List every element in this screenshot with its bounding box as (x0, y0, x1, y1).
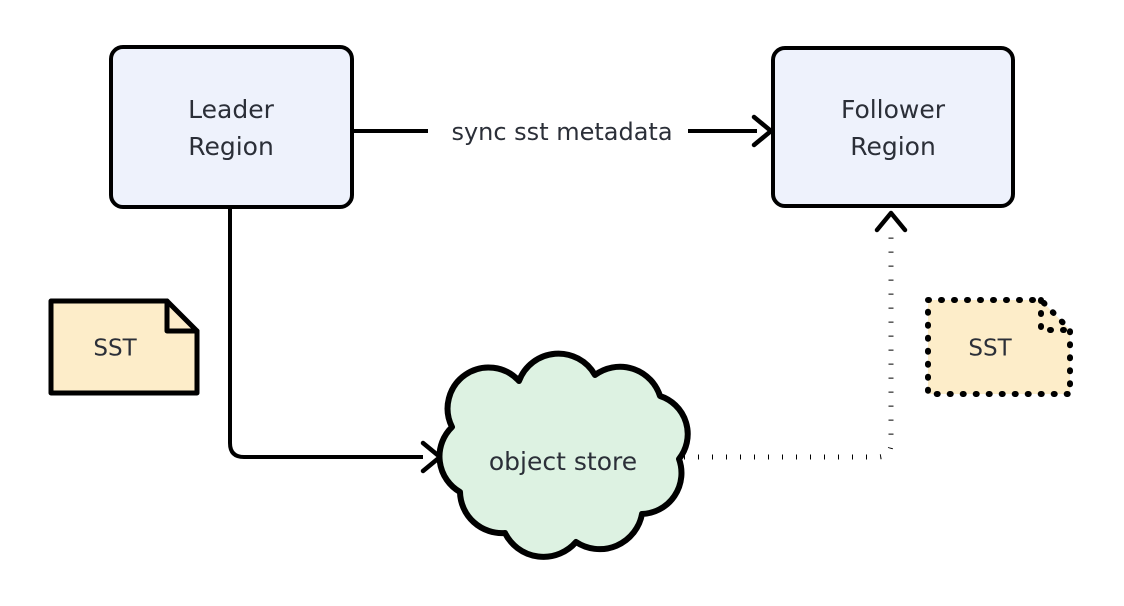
node-object-store[interactable]: object store (436, 350, 691, 560)
edge-upload-path (228, 209, 423, 459)
leader-region-label-line1: Leader (188, 95, 274, 124)
arrowhead-up-icon (874, 210, 908, 233)
follower-region-box[interactable] (771, 46, 1015, 208)
sst-leader-fold-icon (164, 298, 200, 334)
node-leader-region[interactable]: Leader Region (109, 45, 354, 209)
follower-region-label-line1: Follower (841, 95, 946, 124)
object-store-cloud-shape[interactable] (436, 350, 691, 560)
leader-region-box[interactable] (109, 45, 354, 209)
object-store-label: object store (489, 447, 637, 476)
edge-label-sync-sst-metadata: sync sst metadata (451, 118, 672, 146)
node-sst-follower[interactable]: SST (925, 297, 1073, 397)
edge-leader-to-object-store (228, 209, 443, 474)
sst-follower-fold-icon (1038, 297, 1073, 333)
sst-follower-note-body[interactable] (925, 297, 1073, 397)
leader-region-label-line2: Region (188, 132, 274, 161)
sst-follower-label: SST (968, 336, 1012, 362)
edge-fetch-path (684, 229, 894, 460)
sst-leader-label: SST (93, 336, 137, 362)
edge-sync-sst-metadata: sync sst metadata (354, 114, 774, 148)
follower-region-label-line2: Region (850, 132, 936, 161)
sst-leader-note-body[interactable] (48, 298, 200, 396)
node-sst-leader[interactable]: SST (48, 298, 200, 396)
edge-object-store-to-follower (684, 210, 908, 460)
node-follower-region[interactable]: Follower Region (771, 46, 1015, 208)
